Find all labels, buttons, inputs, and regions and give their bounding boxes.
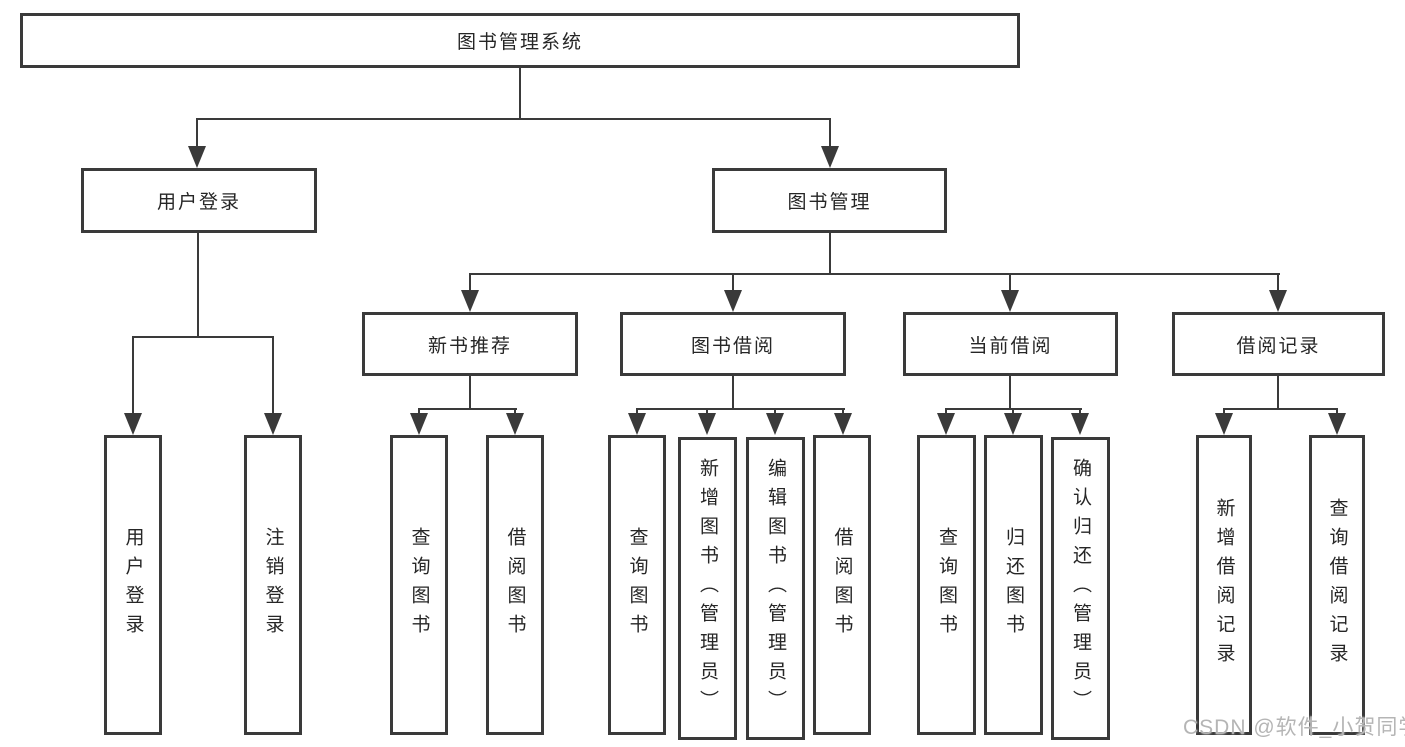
connector-stem-borrow-records: [1277, 273, 1279, 293]
connector-book-mgmt-horizontal: [470, 273, 1280, 275]
connector-new-rec-horizontal: [419, 408, 517, 410]
arrow-down-icon: [506, 413, 524, 435]
connector-stem: [514, 408, 516, 416]
leaf-borrow-books: 借阅图书: [813, 435, 871, 735]
arrow-down-icon: [821, 146, 839, 168]
arrow-down-icon: [698, 413, 716, 435]
node-user-login-label: 用户登录: [156, 192, 241, 213]
connector-stem: [1012, 408, 1014, 416]
connector-current-borrow-horizontal: [946, 408, 1082, 410]
leaf-borrow-books-recommend: 借阅图书: [486, 435, 544, 735]
arrow-down-icon: [724, 290, 742, 312]
connector-stem: [1079, 408, 1081, 416]
leaf-logout: 注销登录: [244, 435, 302, 735]
node-book-borrowing-label: 图书借阅: [690, 335, 775, 357]
leaf-query-books-borrowing: 查询图书: [608, 435, 666, 735]
node-current-borrowing: 当前借阅: [903, 312, 1118, 376]
connector-stem-new-rec: [469, 273, 471, 293]
arrow-down-icon: [628, 413, 646, 435]
arrow-down-icon: [834, 413, 852, 435]
connector-stem: [706, 408, 708, 416]
leaf-query-books-borrowing-label: 查询图书: [626, 527, 648, 643]
leaf-query-books-recommend-label: 查询图书: [408, 527, 430, 643]
arrow-down-icon: [410, 413, 428, 435]
connector-root-horizontal: [197, 118, 831, 120]
connector-stem: [418, 408, 420, 416]
connector-borrow-records-vertical: [1277, 376, 1279, 409]
connector-stem-user-login: [196, 118, 198, 148]
leaf-borrow-books-label: 借阅图书: [831, 527, 853, 643]
leaf-user-login-label: 用户登录: [122, 527, 144, 643]
connector-stem: [774, 408, 776, 416]
leaf-query-borrow-record-label: 查询借阅记录: [1326, 498, 1348, 672]
connector-book-borrow-horizontal: [637, 408, 845, 410]
connector-stem: [1223, 408, 1225, 416]
leaf-confirm-return-admin-label: 确认归还（管理员）: [1070, 458, 1091, 719]
node-root: 图书管理系统: [20, 13, 1020, 68]
leaf-query-books-current-label: 查询图书: [936, 527, 957, 643]
leaf-add-borrow-record-label: 新增借阅记录: [1213, 498, 1235, 672]
leaf-logout-label: 注销登录: [262, 527, 284, 643]
arrow-down-icon: [937, 413, 955, 435]
leaf-borrow-books-recommend-label: 借阅图书: [504, 527, 526, 643]
connector-root-vertical: [519, 66, 521, 120]
arrow-down-icon: [1001, 290, 1019, 312]
node-new-book-recommend: 新书推荐: [362, 312, 578, 376]
leaf-add-book-admin: 新增图书（管理员）: [678, 437, 737, 740]
watermark-text: CSDN @软件_小贺同学: [1183, 716, 1405, 739]
leaf-confirm-return-admin: 确认归还（管理员）: [1051, 437, 1110, 740]
node-root-label: 图书管理系统: [456, 32, 583, 53]
node-book-borrowing: 图书借阅: [620, 312, 846, 376]
leaf-edit-book-admin-label: 编辑图书（管理员）: [765, 458, 786, 719]
leaf-user-login: 用户登录: [104, 435, 162, 735]
connector-stem-book-borrow: [732, 273, 734, 293]
connector-stem: [842, 408, 844, 416]
connector-stem: [1336, 408, 1338, 416]
arrow-down-icon: [461, 290, 479, 312]
leaf-query-borrow-record: 查询借阅记录: [1309, 435, 1365, 735]
node-borrowing-records-label: 借阅记录: [1236, 335, 1321, 357]
arrow-down-icon: [766, 413, 784, 435]
connector-stem: [636, 408, 638, 416]
leaf-add-borrow-record: 新增借阅记录: [1196, 435, 1252, 735]
connector-borrow-records-horizontal: [1224, 408, 1338, 410]
leaf-add-book-admin-label: 新增图书（管理员）: [697, 458, 718, 719]
leaf-return-books: 归还图书: [984, 435, 1043, 735]
arrow-down-icon: [124, 413, 142, 435]
connector-stem-book-mgmt: [829, 118, 831, 148]
connector-user-login-horizontal: [132, 336, 274, 338]
connector-current-borrow-vertical: [1009, 376, 1011, 409]
node-book-management-label: 图书管理: [787, 192, 872, 213]
arrow-down-icon: [1071, 413, 1089, 435]
arrow-down-icon: [188, 146, 206, 168]
connector-new-rec-vertical: [469, 376, 471, 409]
arrow-down-icon: [1215, 413, 1233, 435]
leaf-query-books-recommend: 查询图书: [390, 435, 448, 735]
connector-stem-leaf-login: [132, 336, 134, 415]
watermark: CSDN @软件_小贺同学: [1183, 711, 1405, 741]
arrow-down-icon: [1328, 413, 1346, 435]
arrow-down-icon: [264, 413, 282, 435]
leaf-return-books-label: 归还图书: [1003, 527, 1024, 643]
node-user-login: 用户登录: [81, 168, 317, 233]
connector-stem-leaf-logout: [272, 336, 274, 415]
connector-stem-current-borrow: [1009, 273, 1011, 293]
connector-book-mgmt-vertical: [829, 233, 831, 275]
node-borrowing-records: 借阅记录: [1172, 312, 1385, 376]
arrow-down-icon: [1004, 413, 1022, 435]
node-new-book-recommend-label: 新书推荐: [427, 335, 512, 357]
leaf-edit-book-admin: 编辑图书（管理员）: [746, 437, 805, 740]
connector-user-login-vertical: [197, 233, 199, 336]
node-current-borrowing-label: 当前借阅: [968, 335, 1053, 357]
arrow-down-icon: [1269, 290, 1287, 312]
connector-book-borrow-vertical: [732, 376, 734, 409]
connector-stem: [945, 408, 947, 416]
node-book-management: 图书管理: [712, 168, 947, 233]
leaf-query-books-current: 查询图书: [917, 435, 976, 735]
